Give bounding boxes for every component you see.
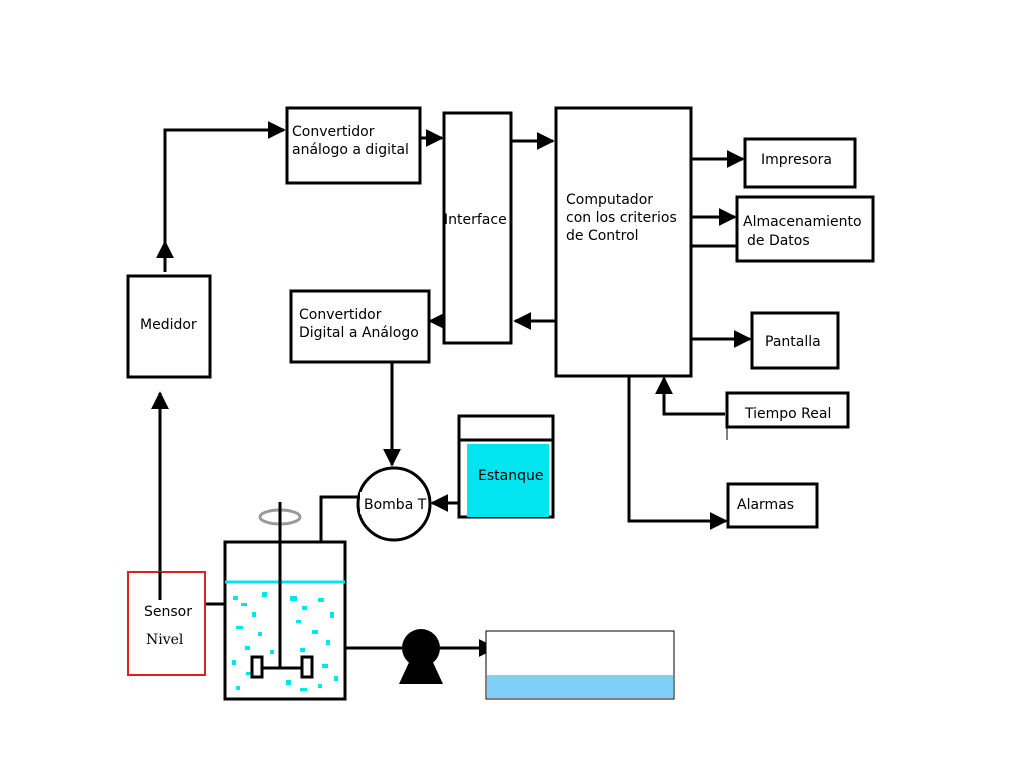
almacenamiento-line2: de Datos [747, 233, 810, 249]
block-sensor-nivel: Sensor Nivel [127, 571, 206, 676]
bomba-t-pump: Bomba T [356, 466, 432, 542]
estanque-water [467, 444, 549, 517]
block-estanque: Estanque [457, 414, 555, 519]
estanque-label: Estanque [478, 468, 543, 484]
block-pantalla: Pantalla [750, 311, 840, 370]
convertidor-da-line1: Convertidor [299, 307, 382, 323]
outlet-tank-water [487, 675, 673, 698]
computer-to-alarms-arrow [627, 376, 728, 530]
convertidor-ad-line1: Convertidor [292, 124, 375, 140]
sensor-label: Sensor [144, 604, 192, 620]
bomba-label: Bomba T [364, 497, 427, 513]
reactor-particles [232, 592, 338, 691]
pantalla-label: Pantalla [765, 334, 821, 350]
block-medidor: Medidor [126, 274, 212, 379]
block-computador: Computador con los criterios de Control [554, 106, 693, 378]
convertidor-ad-line2: análogo a digital [292, 142, 409, 158]
medidor-to-adc-arrow [163, 121, 286, 265]
outlet-tank [485, 630, 675, 700]
computador-line1: Computador [566, 192, 653, 208]
reactor-tank [223, 502, 347, 701]
discharge-pump-icon [399, 629, 443, 684]
realtime-to-computer-arrow [655, 376, 725, 416]
block-almacenamiento: Almacenamiento de Datos [735, 195, 875, 263]
agitator-blade-right [300, 655, 314, 679]
connectors [151, 121, 752, 657]
impresora-label: Impresora [761, 152, 832, 168]
tiempo-real-label: Tiempo Real [744, 406, 831, 422]
convertidor-da-line2: Digital a Análogo [299, 325, 419, 341]
block-interface: Interface [442, 111, 513, 345]
medidor-label: Medidor [140, 317, 197, 333]
almacenamiento-line1: Almacenamiento [743, 214, 862, 230]
block-tiempo-real: Tiempo Real [725, 391, 850, 440]
block-alarmas: Alarmas [726, 482, 819, 529]
alarmas-label: Alarmas [737, 497, 794, 513]
computador-line2: con los criterios [566, 210, 677, 226]
computador-line3: de Control [566, 228, 639, 244]
agitator-blade-left [250, 655, 264, 679]
block-convertidor-da: Convertidor Digital a Análogo [289, 289, 431, 364]
block-convertidor-ad: Convertidor análogo a digital [285, 106, 422, 185]
nivel-label: Nivel [146, 632, 184, 648]
block-impresora: Impresora [743, 137, 857, 189]
interface-label: Interface [444, 212, 507, 228]
